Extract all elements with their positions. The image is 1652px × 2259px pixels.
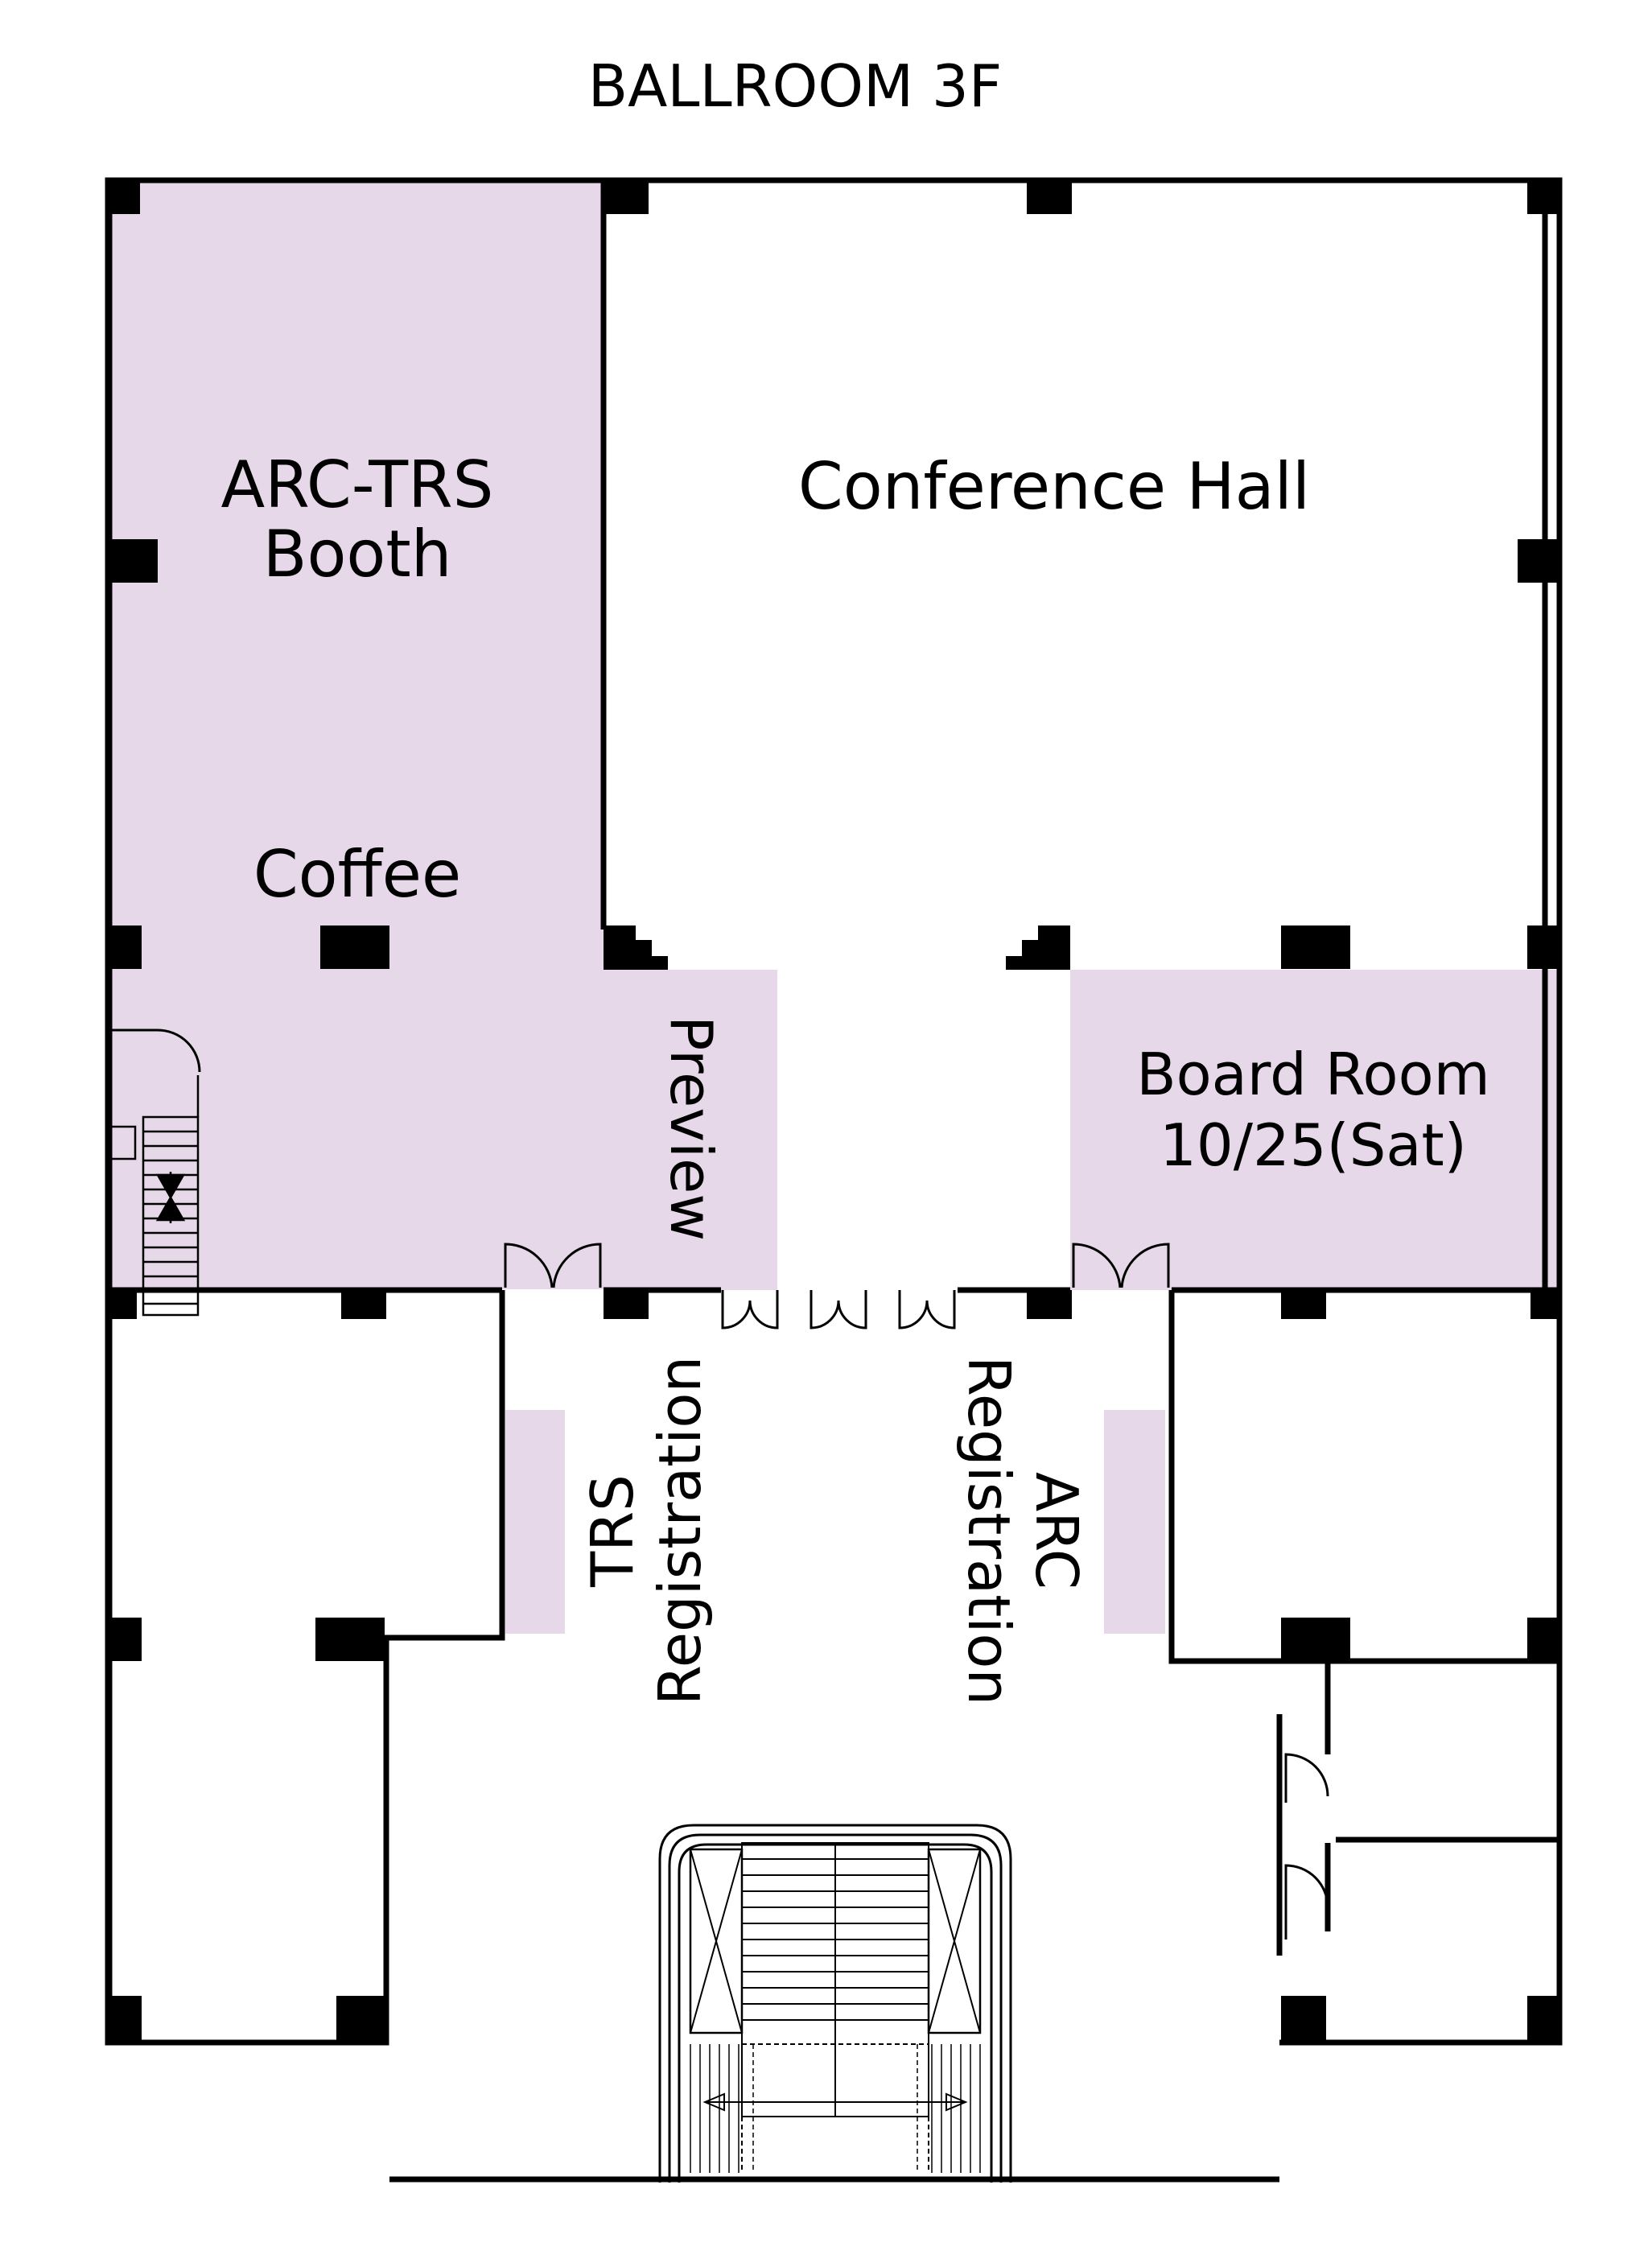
preview-label: Preview bbox=[657, 1016, 725, 1241]
door-left bbox=[504, 1243, 602, 1288]
outer-wall-lower-right bbox=[1279, 1290, 1563, 2046]
board-room-label-line2: 10/25(Sat) bbox=[1160, 1111, 1467, 1179]
preview-area[interactable] bbox=[604, 970, 777, 1290]
booth-label-line2: Booth bbox=[263, 517, 452, 592]
trs-registration-label-line2: Registration bbox=[646, 1356, 714, 1705]
escalator bbox=[658, 1824, 1012, 2183]
trs-registration-desk[interactable] bbox=[505, 1410, 565, 1634]
door-center-3 bbox=[898, 1290, 956, 1329]
outer-wall-lower-left bbox=[105, 1290, 389, 2046]
booth-label-line1: ARC-TRS bbox=[221, 447, 494, 522]
arc-registration-desk[interactable] bbox=[1104, 1410, 1165, 1634]
door-right bbox=[1072, 1243, 1170, 1288]
door-stair bbox=[111, 1029, 201, 1073]
door-right-2 bbox=[1284, 1864, 1329, 1940]
arc-registration-label-line1: ARC bbox=[1023, 1472, 1090, 1589]
trs-registration-label-line1: TRS bbox=[579, 1474, 646, 1588]
conference-hall-label: Conference Hall bbox=[798, 449, 1310, 524]
coffee-label: Coffee bbox=[253, 837, 461, 912]
door-center-2 bbox=[810, 1290, 867, 1329]
plan-title: BALLROOM 3F bbox=[588, 52, 1002, 120]
left-staircase bbox=[111, 1075, 200, 1317]
lower-right-room-wall bbox=[1168, 1290, 1336, 1664]
door-center-1 bbox=[721, 1290, 779, 1329]
arc-registration-label-line2: Registration bbox=[955, 1356, 1023, 1705]
inner-thin-walls bbox=[109, 182, 1545, 2040]
door-right-1 bbox=[1284, 1753, 1329, 1803]
outer-wall-main bbox=[105, 177, 1563, 1290]
booth-coffee-area[interactable] bbox=[111, 182, 604, 1289]
columns bbox=[108, 180, 1559, 2043]
lower-left-room-wall bbox=[383, 1290, 505, 1641]
doors bbox=[111, 1029, 1329, 1940]
board-room-label-line1: Board Room bbox=[1136, 1041, 1490, 1108]
board-room-area[interactable] bbox=[1070, 970, 1558, 1290]
highlight-areas bbox=[111, 182, 1558, 1634]
room-labels: ARC-TRS Booth Coffee Conference Hall Boa… bbox=[221, 447, 1490, 1705]
